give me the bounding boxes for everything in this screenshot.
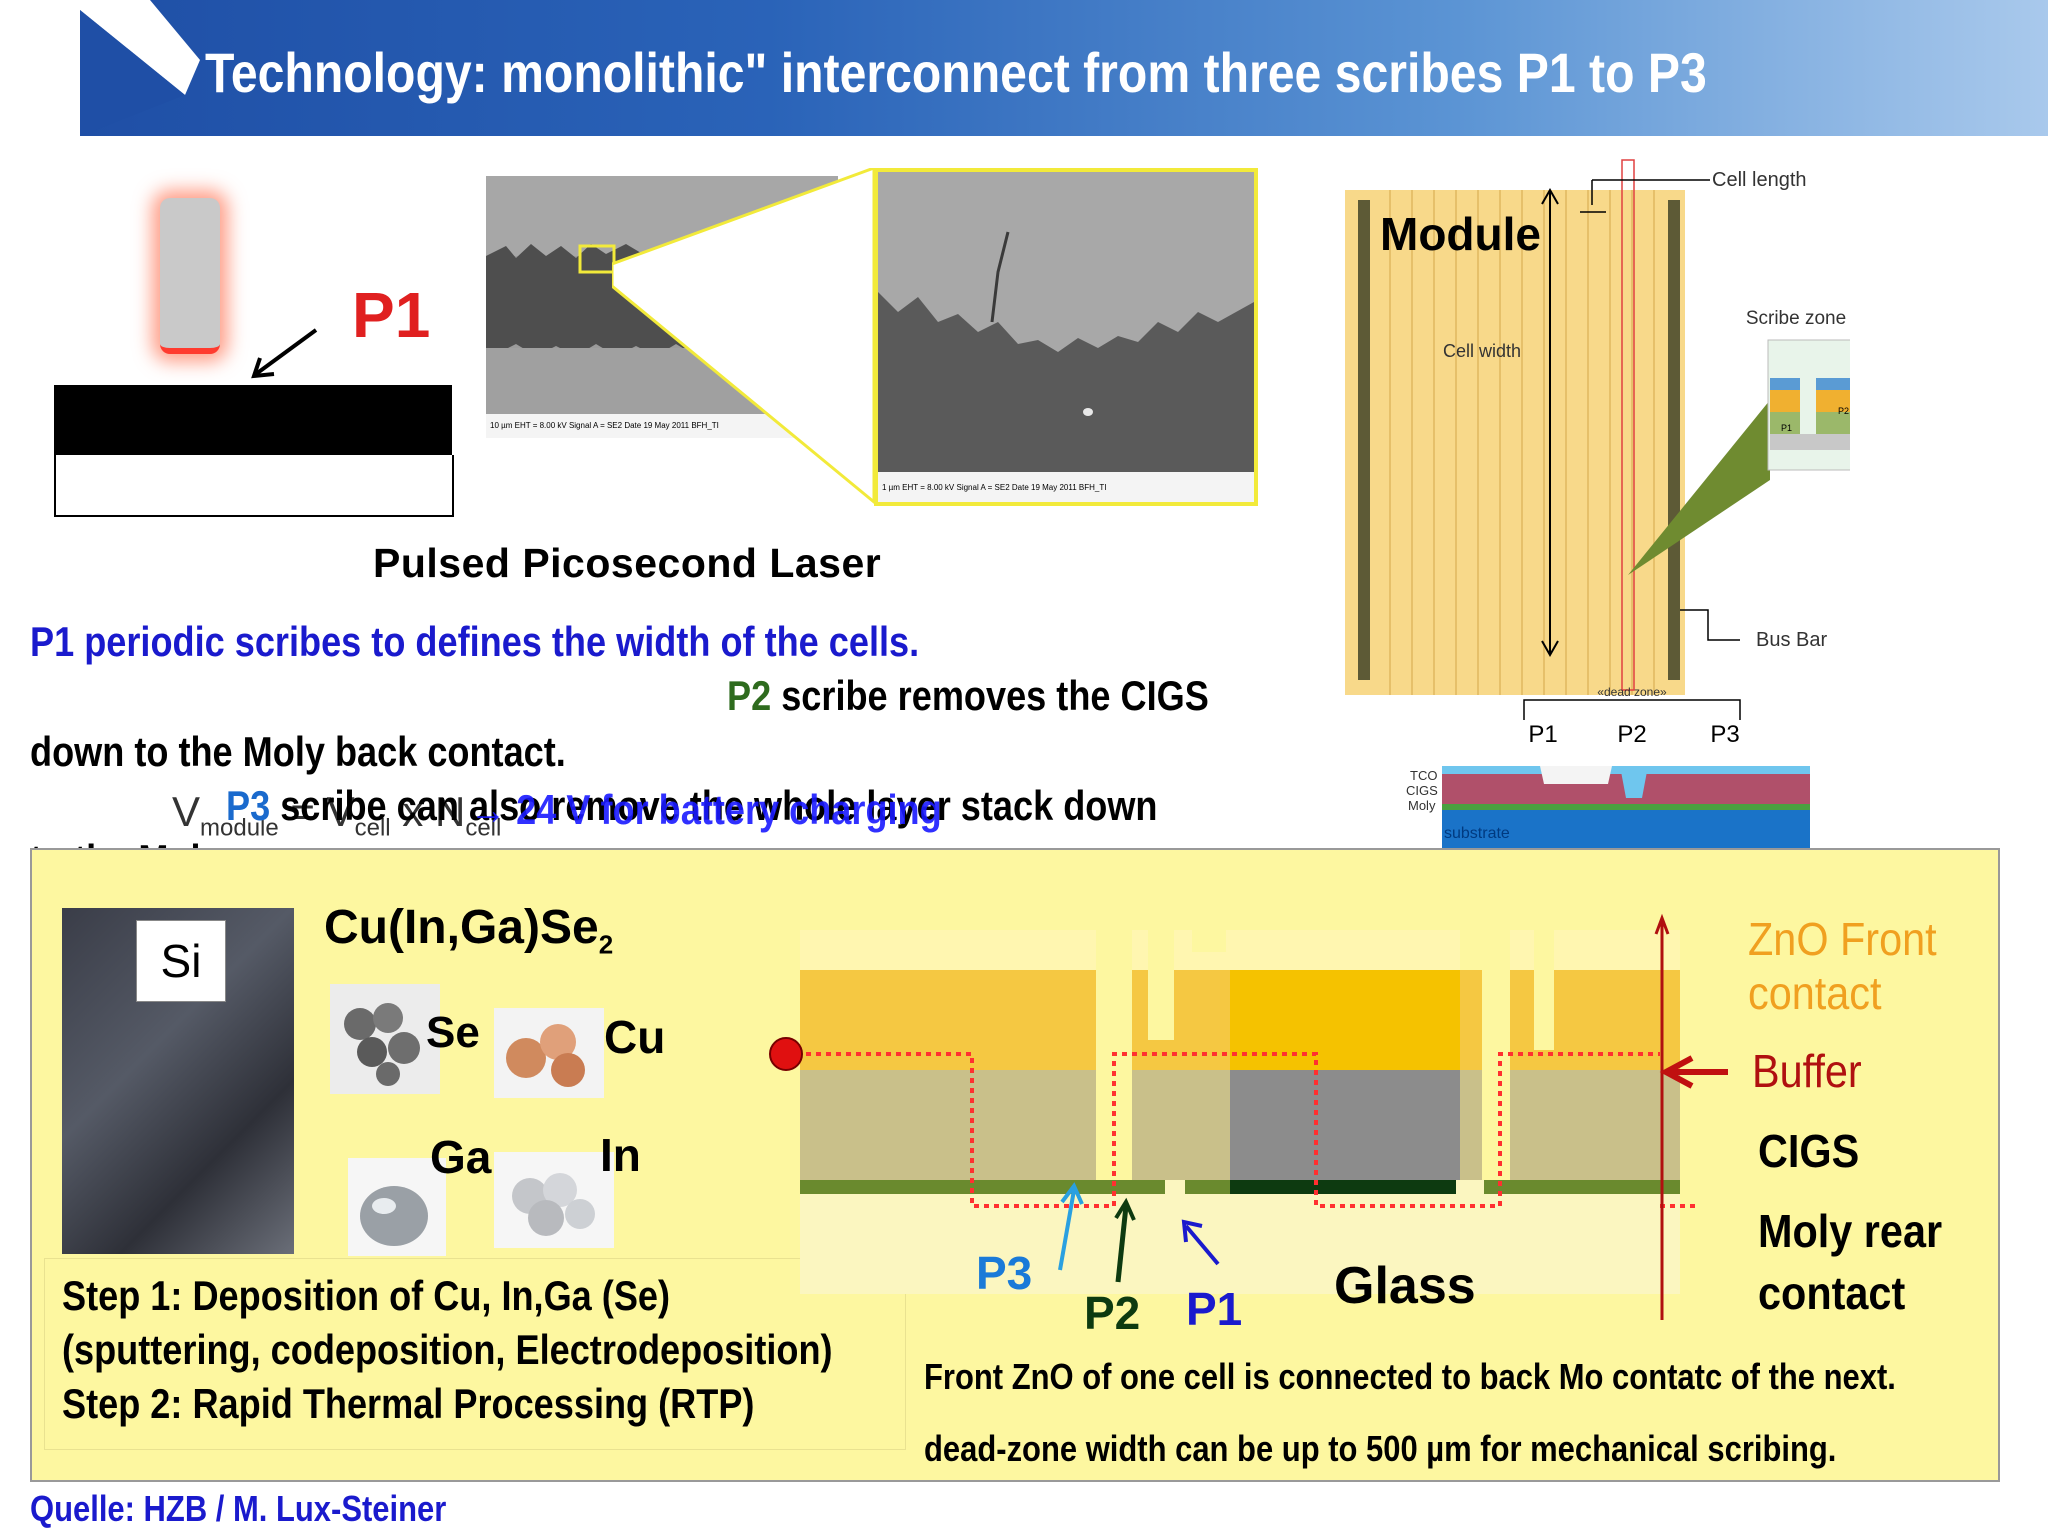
substrate-white-layer [54, 455, 454, 517]
moly-label-2: contact [1758, 1267, 1906, 1319]
sem-right-footer: 1 µm EHT = 8.00 kV Signal A = SE2 Date 1… [882, 483, 1106, 492]
moly-label: Moly rear [1758, 1205, 1943, 1257]
step2-text: Step 2: Rapid Thermal Processing (RTP) [62, 1380, 755, 1427]
sem-left-footer: 10 µm EHT = 8.00 kV Signal A = SE2 Date … [490, 421, 719, 430]
p2-prefix: P2 [727, 672, 772, 719]
p1-description: P1 periodic scribes to defines the width… [30, 618, 920, 665]
se-label: Se [426, 1008, 480, 1057]
p2-text-a: scribe removes the CIGS [771, 672, 1209, 719]
v-cell-sub: cell [354, 814, 391, 842]
sem-image-detail: 1 µm EHT = 8.00 kV Signal A = SE2 Date 1… [874, 168, 1258, 506]
stack-p3-label: P3 [976, 1247, 1033, 1299]
bus-bar-label: Bus Bar [1756, 629, 1827, 651]
p2-description-a: P2 scribe removes the CIGS [727, 672, 1209, 720]
source-credit: Quelle: HZB / M. Lux-Steiner [30, 1488, 447, 1529]
p3-description-a: P3 scribe can also remove the whole laye… [226, 782, 1157, 830]
sem-zoom-lines [612, 168, 876, 506]
stack-p2-label: P2 [1084, 1287, 1141, 1339]
scribe-p3-label: P3 [1710, 721, 1739, 748]
banner-logo-shape [80, 0, 200, 136]
indium-image [494, 1152, 614, 1248]
step1b-text: (sputtering, codeposition, Electrodeposi… [62, 1326, 833, 1373]
laser-tube [160, 198, 220, 354]
ga-label: Ga [430, 1131, 492, 1183]
v-eq: = V [278, 788, 355, 835]
gallium-image [348, 1158, 446, 1256]
n-cell-sub: cell [465, 814, 502, 842]
voltage-formula: Vmodule = Vcell x Ncell [172, 788, 501, 842]
substrate-black-layer [54, 385, 452, 455]
laser-caption: Pulsed Picosecond Laser [373, 540, 882, 586]
page-title: Technology: monolithic" interconnect fro… [205, 41, 1707, 104]
scribe-zone-label: Scribe zone [1746, 308, 1846, 329]
p1-label: P1 [352, 279, 431, 351]
title-banner [80, 0, 2048, 136]
glass-label: Glass [1334, 1257, 1476, 1315]
zno-label: ZnO Front [1748, 913, 1937, 965]
copper-pellets-image [494, 1008, 604, 1098]
formula-sub: 2 [598, 929, 614, 960]
scribe-p2-label: P2 [1617, 721, 1646, 748]
module-title: Module [1380, 208, 1541, 260]
buffer-label: Buffer [1752, 1045, 1862, 1097]
tco-label: TCO [1410, 768, 1437, 783]
si-label: Si [160, 935, 202, 987]
v-times: x N [390, 788, 466, 835]
scribe-p1-label: P1 [1528, 721, 1557, 748]
cu-label: Cu [604, 1011, 666, 1063]
p2-description-b: down to the Moly back contact. [30, 728, 566, 775]
in-label: In [600, 1129, 641, 1181]
cigs-label: CIGS [1758, 1125, 1860, 1177]
zno-label-2: contact [1748, 967, 1882, 1019]
cell-length-label: Cell length [1712, 169, 1807, 191]
stack-note-1: Front ZnO of one cell is connected to ba… [924, 1356, 1896, 1397]
zoom-p2-label: P2 [1838, 406, 1849, 416]
p3-prefix: P3 [226, 782, 271, 829]
zoom-p1-label: P1 [1781, 423, 1792, 433]
v-symbol: V [172, 788, 201, 835]
si-label-box: Si [136, 920, 226, 1002]
buffer-arrow-icon [1659, 1055, 1728, 1089]
stack-p1-label: P1 [1186, 1283, 1243, 1335]
legend-arrows [1654, 913, 1670, 1320]
step1-text: Step 1: Deposition of Cu, In,Ga (Se) [62, 1272, 671, 1319]
cigs-small-label: CIGS [1406, 783, 1438, 798]
layer-stack-diagram [769, 930, 1700, 1294]
selenium-pellets-image [330, 984, 440, 1094]
laser-arrow-icon [251, 328, 318, 379]
p3-text-a: scribe can also remove the whole layer s… [270, 782, 1158, 829]
substrate-label: substrate [1444, 825, 1510, 842]
process-steps-box [44, 1258, 906, 1450]
cell-width-label: Cell width [1443, 341, 1521, 361]
voltage-result: → 24 V for battery charging [470, 786, 942, 833]
cigs-formula: Cu(In,Ga)Se2 [324, 900, 613, 961]
moly-small-label: Moly [1408, 798, 1436, 813]
module-diagram: Cell length Module Cell width Scribe zon… [1345, 159, 1850, 856]
stack-note-2: dead-zone width can be up to 500 µm for … [924, 1428, 1837, 1469]
v-module-sub: module [200, 814, 279, 842]
formula-main: Cu(In,Ga)Se [324, 901, 599, 954]
dead-zone-label: «dead zone» [1597, 685, 1667, 699]
